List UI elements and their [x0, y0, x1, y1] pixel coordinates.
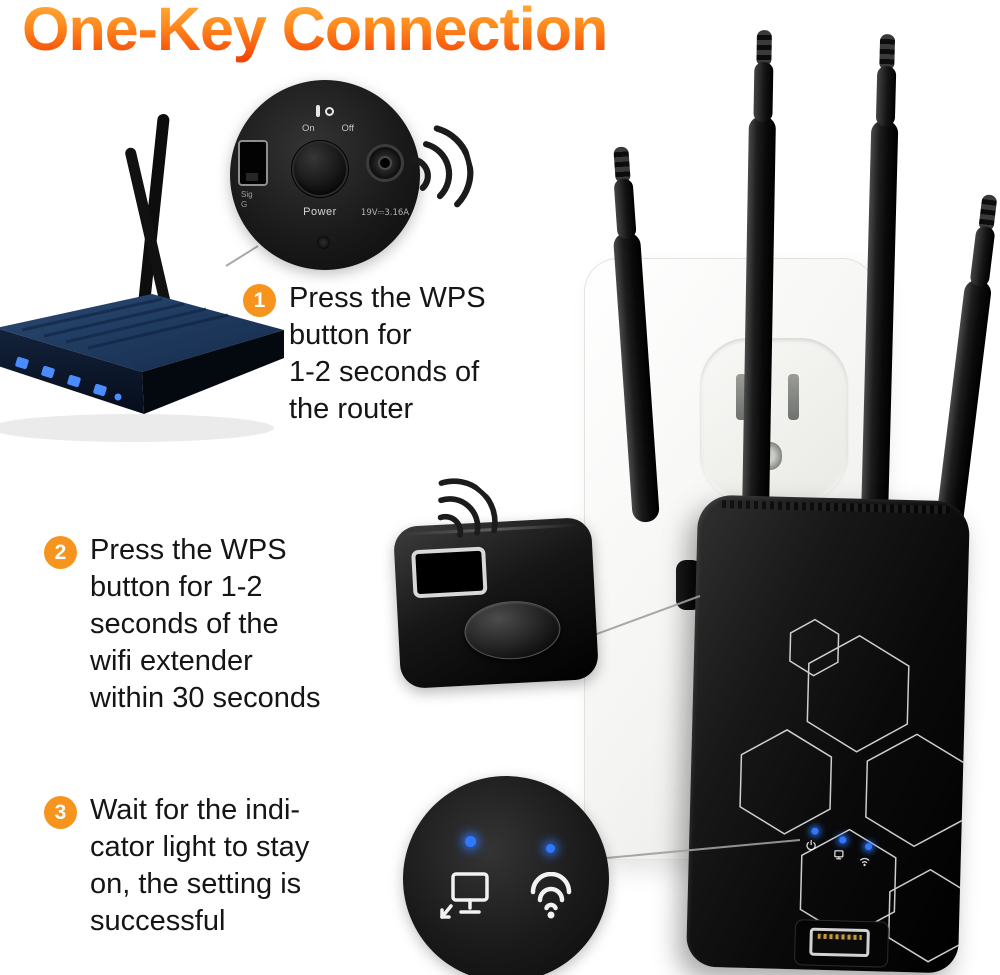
- router-led-icons: [15, 356, 122, 401]
- power-outlet: [700, 338, 848, 502]
- page-title: One-Key Connection: [22, 0, 608, 64]
- step-3: 3 Wait for the indi- cator light to stay…: [44, 792, 309, 940]
- ethernet-led-glow: [465, 836, 476, 847]
- power-indicator-icon: [806, 839, 816, 851]
- wifi-extender-body: [685, 494, 971, 974]
- extender-antenna-3: [861, 119, 899, 519]
- hexagon-pattern: [739, 618, 971, 963]
- step-2-text: Press the WPS button for 1-2 seconds of …: [90, 534, 321, 714]
- power-label: Power: [303, 206, 337, 218]
- step-3-text: Wait for the indi- cator light to stay o…: [90, 794, 310, 937]
- dc-rating-label: 19V⎓3.16A: [360, 208, 410, 218]
- power-switch-icon: [316, 105, 334, 117]
- step-3-number: 3: [44, 796, 77, 829]
- wifi-indicator-icon: [530, 872, 572, 919]
- step-2: 2 Press the WPS button for 1-2 seconds o…: [44, 532, 321, 717]
- step-1-text: Press the WPS button for 1-2 seconds of …: [289, 282, 486, 425]
- rj45-jack: [809, 927, 870, 958]
- wifi-waves-icon-2: [437, 478, 498, 538]
- ethernet-indicator-icon: [440, 872, 489, 919]
- wifi-indicator-icon-small: [860, 857, 870, 867]
- wan-port-icon: [238, 140, 268, 186]
- router-power-button: [292, 141, 348, 197]
- ethernet-port: [793, 919, 890, 968]
- screw: [317, 236, 330, 249]
- ethernet-indicator-icon-small: [834, 850, 844, 860]
- router-top: [0, 294, 284, 372]
- step-1-number: 1: [243, 284, 276, 317]
- router-antenna-1: [136, 113, 170, 325]
- wifi-led-glow: [546, 844, 555, 853]
- router-image: [0, 113, 284, 442]
- port-labels: Sig G: [241, 190, 253, 209]
- wps-button-closeup: [462, 598, 562, 662]
- step-1: 1 Press the WPS button for 1-2 seconds o…: [243, 280, 486, 428]
- router-front: [0, 329, 144, 414]
- dc-power-jack: [366, 144, 404, 182]
- outlet-slot-right: [788, 374, 799, 420]
- step-2-number: 2: [44, 536, 77, 569]
- indicator-lights-zoom: [403, 776, 609, 975]
- router-antenna-2: [125, 147, 176, 330]
- outlet-slot-left: [736, 374, 747, 420]
- wifi-waves-icon: [412, 125, 474, 208]
